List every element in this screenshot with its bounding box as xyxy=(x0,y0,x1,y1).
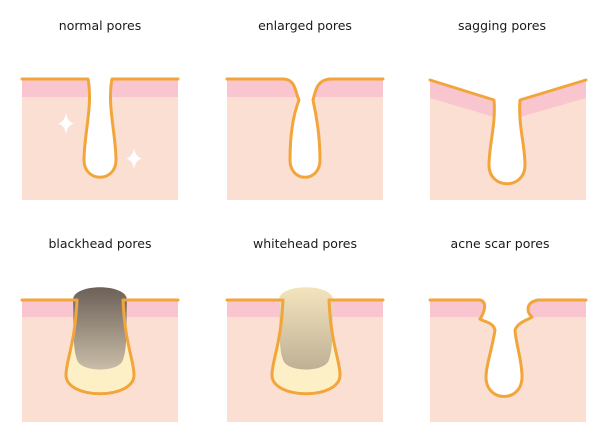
skin-outline-whitehead xyxy=(225,298,385,396)
epidermis-layer-sagging xyxy=(430,80,494,117)
epidermis-layer-sagging xyxy=(520,80,586,117)
panel-label-whitehead: whitehead pores xyxy=(253,236,357,251)
panel-label-sagging: sagging pores xyxy=(458,18,546,33)
skin-outline-blackhead xyxy=(20,298,180,396)
panel-sagging: sagging pores xyxy=(428,18,588,200)
panel-blackhead: blackhead pores xyxy=(20,236,180,422)
pore-normal xyxy=(84,79,116,178)
sparkle-icon xyxy=(126,148,142,169)
panel-whitehead: whitehead pores xyxy=(225,236,385,422)
panel-enlarged: enlarged pores xyxy=(225,18,385,200)
skin-outline-sagging xyxy=(428,78,588,186)
panel-label-blackhead: blackhead pores xyxy=(48,236,151,251)
blackhead-plug xyxy=(73,287,127,370)
pore-sagging xyxy=(430,80,586,184)
panel-label-acne-scar: acne scar pores xyxy=(451,236,550,251)
panel-normal: normal pores xyxy=(20,18,180,200)
whitehead-plug xyxy=(279,287,333,370)
skin-outline-enlarged xyxy=(225,77,385,179)
panel-label-enlarged: enlarged pores xyxy=(258,18,352,33)
sparkle-icon xyxy=(58,113,74,134)
panel-label-normal: normal pores xyxy=(59,18,141,33)
skin-outline-acne-scar xyxy=(428,298,588,398)
panel-acne-scar: acne scar pores xyxy=(428,236,588,422)
skin-outline-normal xyxy=(20,77,180,179)
pore-acne-scar xyxy=(480,300,538,397)
